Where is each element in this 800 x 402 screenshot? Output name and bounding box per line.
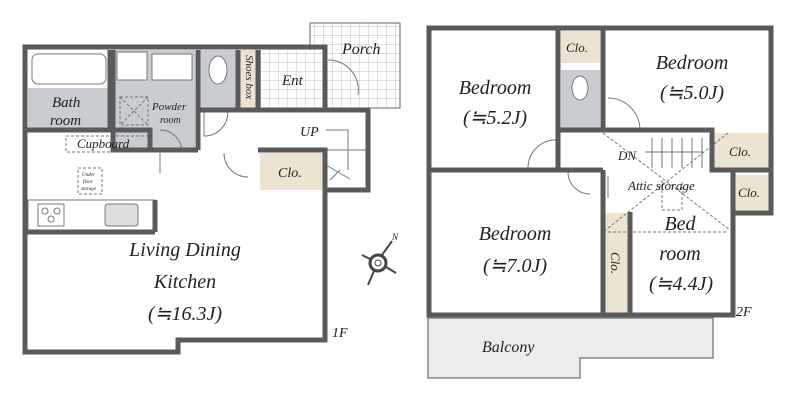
bedroom-b-label: Bedroom xyxy=(656,52,729,74)
staircase-2f xyxy=(645,138,703,168)
underfloor-label-3: storage xyxy=(81,187,97,192)
bath-label-2: room xyxy=(50,113,81,129)
bedroom-c-label: Bedroom xyxy=(479,223,552,245)
stove-icon xyxy=(37,203,65,227)
balcony-label: Balcony xyxy=(482,339,535,356)
sink-icon xyxy=(104,203,139,227)
underfloor-storage-outline xyxy=(77,167,103,195)
closet-3-label: Clo. xyxy=(738,185,760,200)
toilet-2f-icon xyxy=(571,75,589,101)
attic-label: Attic storage xyxy=(627,178,695,193)
ldk-label-2: Kitchen xyxy=(153,271,216,293)
first-floor: Porch Ent Shoes box Bath room Powder roo… xyxy=(22,22,401,355)
closet-1f xyxy=(260,153,324,190)
floor2-label: 2F xyxy=(736,305,752,320)
closet-2f-vertical xyxy=(605,213,628,313)
closet-4-label: Clo. xyxy=(608,252,623,274)
powder-label-1: Powder xyxy=(151,101,187,113)
up-label: UP xyxy=(300,125,319,140)
bedroom-d-label-1: Bed xyxy=(664,213,696,235)
underfloor-label-2: floor xyxy=(83,180,93,185)
closet-2f-mid xyxy=(714,133,770,168)
ldk-label-3: (≒16.3J) xyxy=(148,303,222,325)
toilet-icon xyxy=(208,55,228,85)
washbasin-icon xyxy=(116,51,148,81)
bedroom-c-size: (≒7.0J) xyxy=(483,255,547,277)
bathtub-icon xyxy=(31,53,107,85)
bath-floor xyxy=(28,88,110,128)
bedroom-b-size: (≒5.0J) xyxy=(660,82,724,104)
door-swing xyxy=(159,59,359,178)
compass-north-label: N xyxy=(391,232,399,242)
bedroom-d-label-2: room xyxy=(659,243,700,265)
second-floor: Bedroom (≒5.2J) Bedroom (≒5.0J) Bedroom … xyxy=(426,25,774,379)
entrance-floor xyxy=(260,50,325,108)
shoes-box-label: Shoes box xyxy=(243,55,255,99)
compass-icon: N xyxy=(361,232,399,286)
powder-label-2: room xyxy=(160,115,181,126)
door-swing-2f xyxy=(527,97,641,198)
bath-label-1: Bath xyxy=(52,95,80,111)
closet-1-label: Clo. xyxy=(566,40,588,55)
down-label: DN xyxy=(617,148,637,163)
bedroom-a-label: Bedroom xyxy=(459,77,532,99)
porch-label: Porch xyxy=(341,41,381,58)
closet-2-label: Clo. xyxy=(729,144,751,159)
closet-label: Clo. xyxy=(278,166,302,181)
ldk-label-1: Living Dining xyxy=(128,239,241,261)
closet-2f-top xyxy=(561,31,600,63)
underfloor-label-1: Under xyxy=(82,173,95,178)
floor1-label: 1F xyxy=(332,326,348,341)
entrance-label: Ent xyxy=(281,73,304,89)
walls-1f xyxy=(22,44,371,355)
vanity-icon xyxy=(151,53,193,81)
bedroom-d-size: (≒4.4J) xyxy=(649,273,713,295)
staircase-1f xyxy=(325,129,370,181)
floor-drain-icon xyxy=(119,96,149,126)
bedroom-a-size: (≒5.2J) xyxy=(463,107,527,129)
cupboard-label: Cupboard xyxy=(77,136,130,151)
shoes-box xyxy=(240,50,258,108)
balcony-area xyxy=(427,317,714,379)
closet-2f-right xyxy=(734,175,771,210)
walls-2f xyxy=(426,25,774,318)
